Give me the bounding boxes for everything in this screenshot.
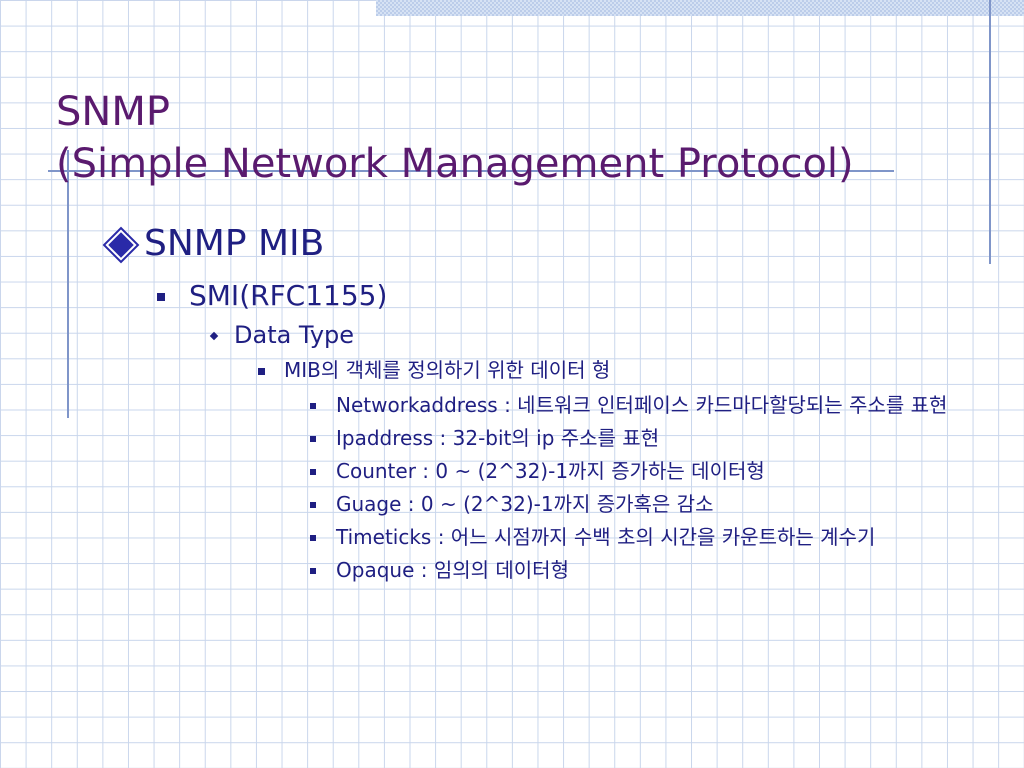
title-underline-rule: [48, 170, 894, 172]
list-item: Ipaddress : 32-bit의 ip 주소를 표현: [306, 424, 966, 453]
outline-level2-text: SMI(RFC1155): [189, 279, 388, 312]
small-square-bullet-icon: [310, 502, 316, 508]
outline-level3-item: Data Type: [209, 320, 355, 350]
small-square-bullet-icon: [310, 403, 316, 409]
slide-title-line-2: (Simple Network Management Protocol): [56, 141, 854, 187]
slide-title-line-1: SNMP: [56, 89, 170, 135]
small-diamond-bullet-icon: [209, 331, 219, 341]
square-bullet-icon: [157, 293, 165, 301]
list-item: Timeticks : 어느 시점까지 수백 초의 시간을 카운트하는 계수기: [306, 523, 966, 552]
slide-title: SNMP (Simple Network Management Protocol…: [56, 86, 854, 190]
outline-level3-text: Data Type: [234, 321, 355, 349]
outline-level4-text: MIB의 객체를 정의하기 위한 데이터 형: [284, 358, 611, 382]
outline-level1-item: SNMP MIB: [105, 222, 325, 266]
diamond-bullet-icon: [105, 229, 137, 261]
square-bullet-icon: [258, 368, 265, 375]
list-item-text: Timeticks : 어느 시점까지 수백 초의 시간을 카운트하는 계수기: [336, 525, 876, 549]
list-item: Guage : 0 ~ (2^32)-1까지 증가혹은 감소: [306, 490, 966, 519]
data-type-list: Networkaddress : 네트워크 인터페이스 카드마다할당되는 주소를…: [306, 391, 966, 589]
small-square-bullet-icon: [310, 469, 316, 475]
list-item-text: Ipaddress : 32-bit의 ip 주소를 표현: [336, 426, 660, 450]
top-decorative-band: [376, 0, 1024, 16]
left-vertical-rule: [67, 150, 69, 418]
outline-level4-item: MIB의 객체를 정의하기 위한 데이터 형: [258, 356, 610, 384]
right-vertical-rule: [989, 0, 991, 264]
list-item-text: Guage : 0 ~ (2^32)-1까지 증가혹은 감소: [336, 492, 714, 516]
list-item: Opaque : 임의의 데이터형: [306, 556, 966, 585]
outline-level2-item: SMI(RFC1155): [157, 278, 387, 314]
list-item: Networkaddress : 네트워크 인터페이스 카드마다할당되는 주소를…: [306, 391, 966, 420]
list-item-text: Opaque : 임의의 데이터형: [336, 558, 569, 582]
list-item: Counter : 0 ~ (2^32)-1까지 증가하는 데이터형: [306, 457, 966, 486]
small-square-bullet-icon: [310, 568, 316, 574]
list-item-text: Networkaddress : 네트워크 인터페이스 카드마다할당되는 주소를…: [336, 393, 948, 417]
outline-level1-text: SNMP MIB: [144, 223, 325, 264]
small-square-bullet-icon: [310, 436, 316, 442]
list-item-text: Counter : 0 ~ (2^32)-1까지 증가하는 데이터형: [336, 459, 765, 483]
small-square-bullet-icon: [310, 535, 316, 541]
